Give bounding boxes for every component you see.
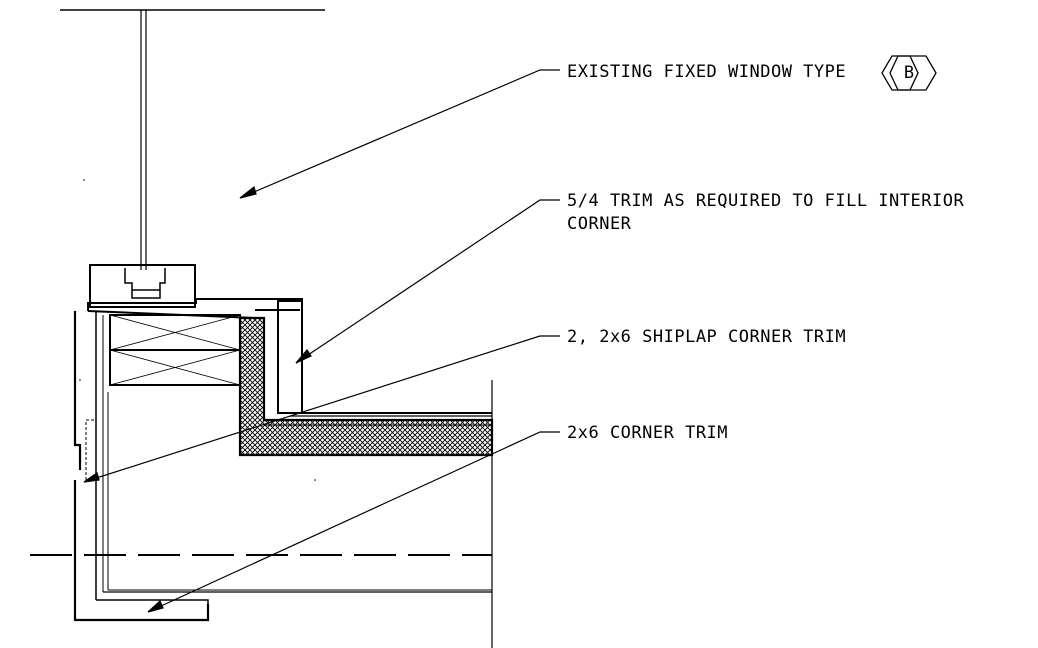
note-five-quarter-trim-line2: CORNER bbox=[567, 214, 632, 234]
left-jamb-trim bbox=[73, 311, 492, 622]
five-quarter-trim bbox=[264, 300, 303, 414]
window-frame bbox=[89, 264, 196, 308]
leader-trim bbox=[295, 199, 560, 364]
leader-window bbox=[239, 69, 560, 199]
framing-blocks bbox=[109, 314, 241, 386]
leader-shiplap bbox=[83, 335, 560, 483]
window-type-tag: B bbox=[886, 56, 932, 90]
speckle bbox=[79, 379, 81, 381]
window-type-tag-label: B bbox=[903, 63, 915, 83]
window-type-hexagon-tag-outer bbox=[881, 55, 937, 91]
speckle bbox=[83, 179, 85, 181]
leader-corner bbox=[147, 431, 560, 613]
sill-trim bbox=[87, 298, 303, 413]
note-corner-trim: 2x6 CORNER TRIM bbox=[567, 423, 729, 443]
note-shiplap-trim: 2, 2x6 SHIPLAP CORNER TRIM bbox=[567, 327, 847, 347]
note-five-quarter-trim-line1: 5/4 TRIM AS REQUIRED TO FILL INTERIOR bbox=[567, 191, 965, 211]
speckle bbox=[314, 479, 316, 481]
note-existing-window: EXISTING FIXED WINDOW TYPE bbox=[567, 62, 847, 82]
